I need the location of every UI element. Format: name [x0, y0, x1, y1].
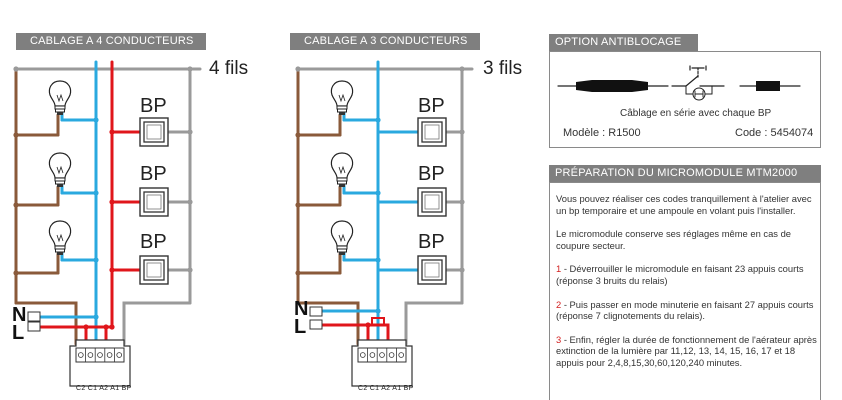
preparation-panel: [549, 182, 821, 400]
bp-label: BP: [418, 95, 445, 117]
bulb-icon: [330, 220, 354, 256]
step-text: - Enfin, régler la durée de fonctionneme…: [556, 333, 817, 368]
preparation-note: Le micromodule conserve ses réglages mêm…: [556, 228, 792, 251]
step-3: 3 - Enfin, régler la durée de fonctionne…: [556, 334, 818, 369]
step-1: 1 - Déverrouiller le micromodule en fais…: [556, 263, 818, 286]
push-button-icon: [139, 255, 169, 285]
bp-label: BP: [418, 231, 445, 253]
step-2: 2 - Puis passer en mode minuterie en fai…: [556, 299, 818, 322]
push-button-icon: [417, 255, 447, 285]
preparation-text: Vous pouvez réaliser ces codes tranquill…: [556, 193, 818, 381]
diagram-3-wires: [295, 60, 474, 346]
push-button-icon: [417, 187, 447, 217]
bulb-icon: [330, 80, 354, 116]
diagram-4-wires: [13, 60, 202, 346]
header-4-wires: CABLAGE A 4 CONDUCTEURS: [16, 33, 206, 50]
neutral-label: N: [12, 304, 27, 326]
bulb-icon: [48, 152, 72, 188]
bp-label: BP: [140, 163, 167, 185]
terminal-labels: C2 C1 A2 A1 BP: [358, 385, 414, 392]
code-label: Code : 5454074: [735, 127, 814, 139]
bp-label: BP: [140, 231, 167, 253]
bulb-icon: [48, 80, 72, 116]
bp-label: BP: [140, 95, 167, 117]
bp-label: BP: [418, 163, 445, 185]
header-preparation: PRÉPARATION DU MICROMODULE MTM2000: [549, 165, 821, 182]
option-caption: Câblage en série avec chaque BP: [620, 108, 772, 119]
push-button-icon: [417, 117, 447, 147]
header-option-antiblocage: OPTION ANTIBLOCAGE: [549, 34, 698, 51]
wire-count-label: 3 fils: [483, 58, 523, 79]
bulb-icon: [330, 152, 354, 188]
push-button-icon: [139, 187, 169, 217]
step-number: 3: [556, 333, 562, 345]
terminal-labels: C2 C1 A2 A1 BP: [76, 385, 132, 392]
live-label: L: [294, 316, 307, 338]
wire-count-label: 4 fils: [209, 58, 249, 79]
neutral-label: N: [294, 298, 309, 320]
bulb-icon: [48, 220, 72, 256]
micromodule-icon: [69, 339, 131, 387]
step-text: - Déverrouiller le micromodule en faisan…: [556, 263, 804, 286]
model-label: Modèle : R1500: [563, 127, 641, 139]
antiblocage-component: [557, 65, 801, 101]
push-button-icon: [139, 117, 169, 147]
preparation-intro: Vous pouvez réaliser ces codes tranquill…: [556, 193, 812, 216]
step-text: - Puis passer en mode minuterie en faisa…: [556, 298, 814, 322]
live-label: L: [12, 322, 25, 344]
header-3-wires: CABLAGE A 3 CONDUCTEURS: [290, 33, 480, 50]
micromodule-icon: [351, 339, 413, 387]
option-antiblocage-panel: [549, 51, 821, 148]
step-number: 2: [556, 298, 562, 310]
step-number: 1: [556, 263, 562, 275]
